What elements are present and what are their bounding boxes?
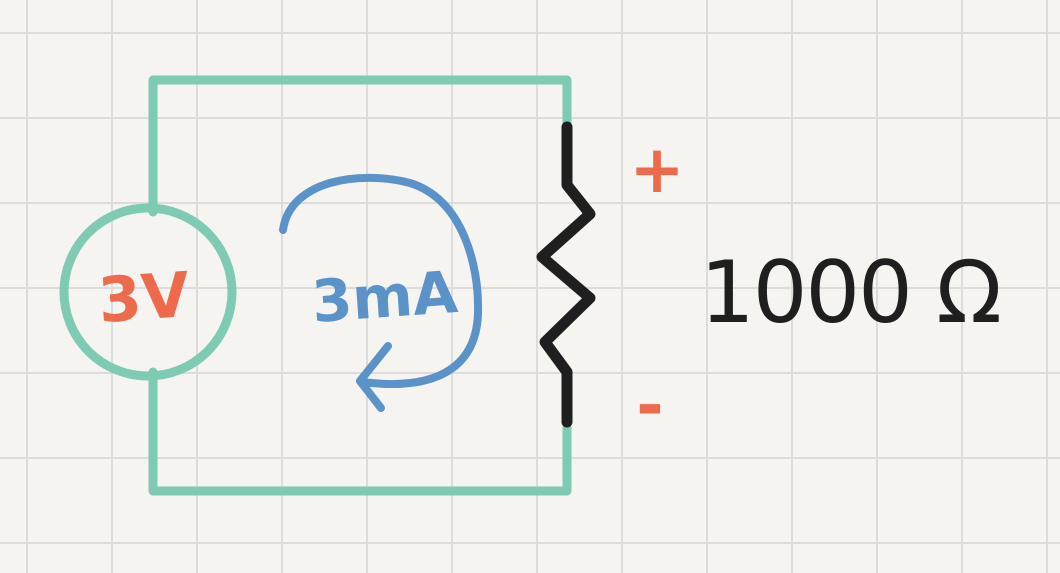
voltage-source bbox=[59, 203, 237, 381]
top-wire bbox=[148, 75, 572, 217]
resistor-value-label: 1000 Ω bbox=[700, 243, 1000, 343]
current-arrow bbox=[279, 173, 483, 412]
bottom-wire bbox=[148, 367, 572, 496]
resistor bbox=[536, 121, 596, 428]
voltage-source-label: 3V bbox=[96, 258, 192, 337]
minus-sign: - bbox=[636, 367, 663, 444]
plus-sign: + bbox=[629, 131, 684, 208]
circuit-wires bbox=[148, 75, 572, 496]
current-loop-path bbox=[279, 173, 483, 389]
current-label: 3mA bbox=[310, 258, 460, 336]
arrow-head-icon bbox=[356, 342, 392, 412]
